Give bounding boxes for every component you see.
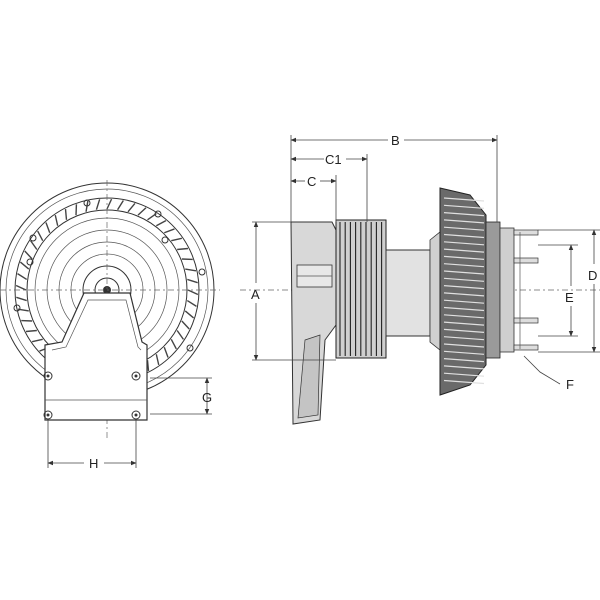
side-pulley-grooves: [339, 222, 383, 356]
label-c1: C1: [325, 152, 342, 167]
side-clutch-flare: [429, 231, 441, 351]
side-clutch-shaft: [385, 249, 431, 337]
front-rim-bolts: [13, 199, 206, 352]
label-f: F: [566, 377, 574, 392]
label-e: E: [565, 290, 574, 305]
label-d: D: [588, 268, 597, 283]
label-c: C: [307, 174, 316, 189]
label-a: A: [251, 287, 260, 302]
label-b: B: [391, 133, 400, 148]
side-view: A B C1 C D E F: [240, 133, 600, 425]
front-mounting-bracket: [44, 292, 148, 421]
front-bracket-bolts: [43, 371, 141, 420]
side-bracket-foot: [297, 334, 321, 419]
side-mounting-studs: [513, 229, 539, 351]
front-view: G H: [0, 180, 220, 471]
label-g: G: [202, 390, 212, 405]
side-fan-hub-plate: [485, 221, 501, 359]
side-fan-flange: [499, 227, 515, 353]
front-bracket-inner-edge: [51, 299, 142, 351]
dim-f-leader: [523, 355, 561, 385]
label-h: H: [89, 456, 98, 471]
side-fan-clutch-body: [439, 187, 487, 396]
side-clutch-fins: [443, 197, 485, 385]
